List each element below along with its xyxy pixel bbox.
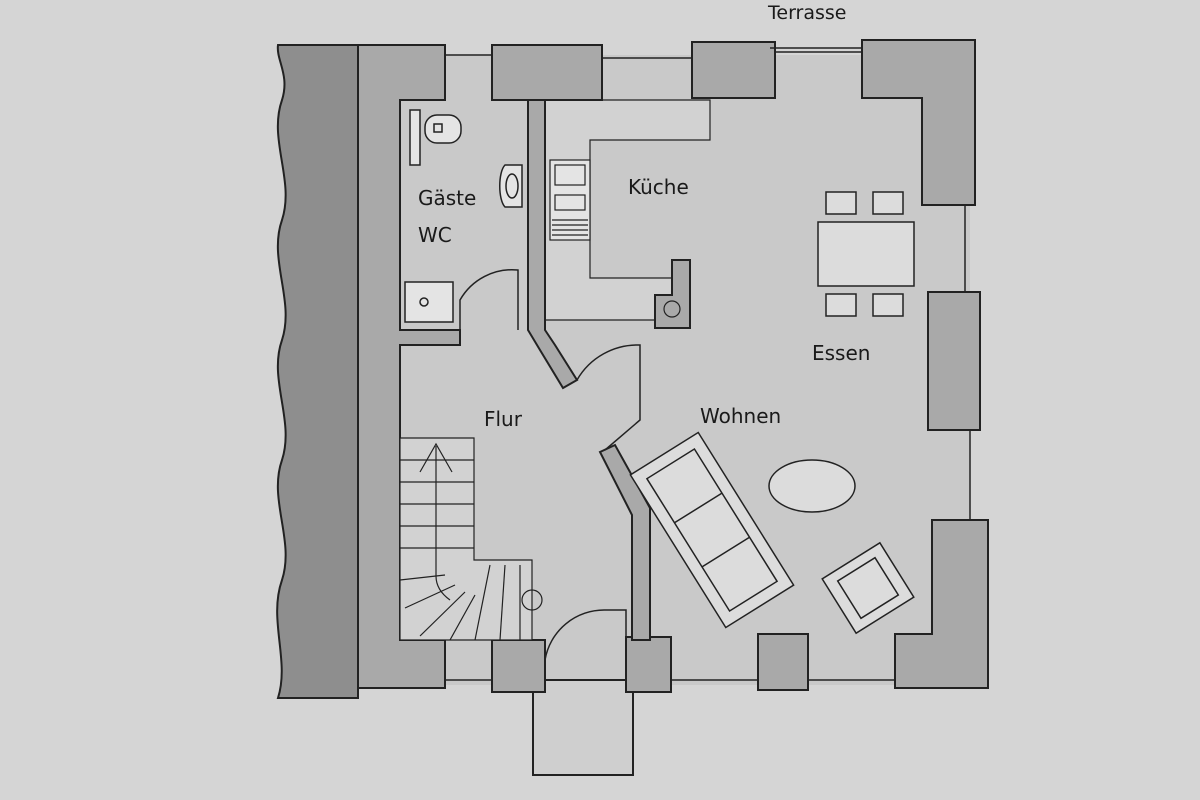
living-door	[576, 344, 641, 451]
sofa-icon	[629, 431, 795, 629]
label-terrasse: Terrasse	[767, 2, 847, 24]
dining-set	[817, 191, 915, 317]
newel-post-icon	[521, 589, 543, 611]
label-kueche: Küche	[628, 175, 689, 199]
label-essen: Essen	[812, 341, 870, 365]
label-flur: Flur	[484, 407, 523, 431]
coffee-table	[768, 459, 856, 513]
label-wohnen: Wohnen	[700, 404, 781, 428]
kitchen-counter	[549, 159, 681, 318]
label-gaeste: Gäste	[418, 186, 476, 210]
chair-icon	[872, 293, 904, 317]
chimney-icon	[663, 300, 681, 318]
chair-icon	[825, 191, 857, 215]
chair-icon	[825, 293, 857, 317]
wc-fixtures	[404, 109, 523, 323]
wc-bench	[409, 109, 421, 166]
kitchen-sink-icon	[554, 164, 586, 186]
chair-icon	[872, 191, 904, 215]
armchair-icon	[821, 541, 915, 635]
stove-icon	[554, 194, 586, 211]
entrance-porch	[532, 679, 634, 776]
neighbor-wall	[276, 44, 359, 699]
toilet-icon	[424, 114, 462, 144]
entrance-door	[544, 609, 627, 680]
label-wc: WC	[418, 223, 452, 247]
walls	[357, 39, 989, 693]
wc-door	[459, 268, 519, 330]
window-lines	[445, 47, 971, 681]
shower-icon	[404, 281, 454, 323]
dining-table	[817, 221, 915, 287]
staircase	[399, 437, 543, 641]
living-furniture	[629, 431, 915, 635]
